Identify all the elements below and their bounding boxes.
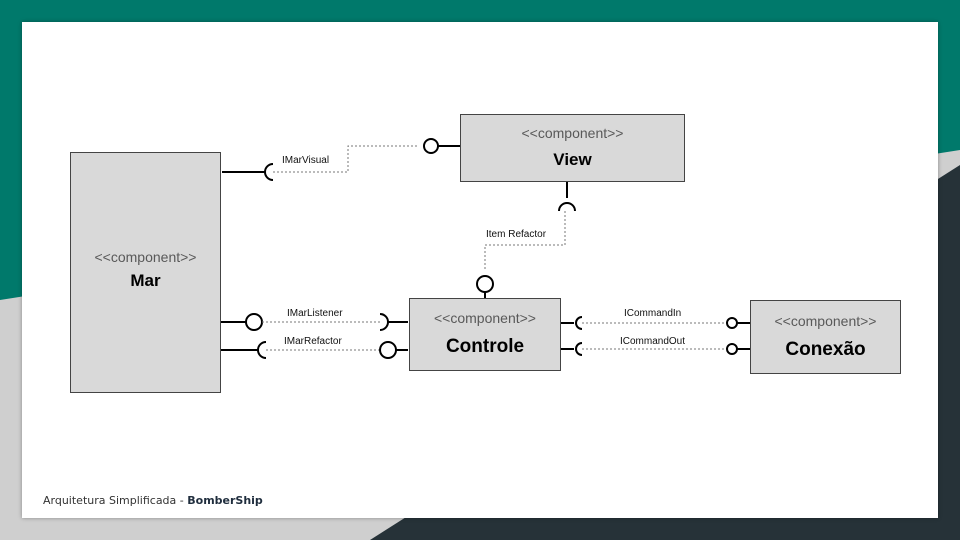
slide-footer: Arquitetura Simplificada - BomberShip [43,494,263,507]
component-view[interactable]: <<component>> View [460,114,685,182]
component-mar[interactable]: <<component>> Mar [70,152,221,393]
icommandin-socket [575,316,583,330]
imarlistener-lollipop [245,313,263,331]
label-item-refactor: Item Refactor [486,229,547,240]
label-imarvisual: IMarVisual [282,155,330,166]
conexao-stereotype: <<component>> [774,313,877,329]
component-conexao[interactable]: <<component>> Conexão [750,300,901,374]
icommandin-lollipop [726,317,738,329]
imarrefactor-lollipop [379,341,397,359]
imarrefactor-socket [257,341,267,359]
icommandout-socket [575,342,583,356]
label-icommandout: ICommandOut [620,336,686,347]
component-controle[interactable]: <<component>> Controle [409,298,561,371]
item-refactor-dashed-link [484,211,566,271]
mar-stereotype: <<component>> [94,249,197,265]
view-name: View [553,150,592,169]
label-imarlistener: IMarListener [287,308,343,319]
mar-name: Mar [130,271,161,290]
icommandout-lollipop [726,343,738,355]
imarvisual-socket [264,163,274,181]
imarvisual-lollipop [423,138,439,154]
controle-stereotype: <<component>> [434,310,536,326]
imarlistener-socket [379,313,389,331]
label-icommandin: ICommandIn [624,308,682,319]
view-stereotype: <<component>> [521,125,624,141]
footer-project-name: BomberShip [187,494,263,507]
item-refactor-socket [558,202,576,212]
controle-name: Controle [445,336,525,357]
slide-canvas: IMarVisual Item Refactor IMarListener IM… [22,22,938,518]
imarvisual-dashed-link [273,145,418,173]
component-diagram [220,138,750,359]
conexao-name: Conexão [785,339,866,360]
label-imarrefactor: IMarRefactor [284,336,342,347]
footer-text: Arquitetura Simplificada - [43,494,188,507]
item-refactor-lollipop [476,275,494,293]
